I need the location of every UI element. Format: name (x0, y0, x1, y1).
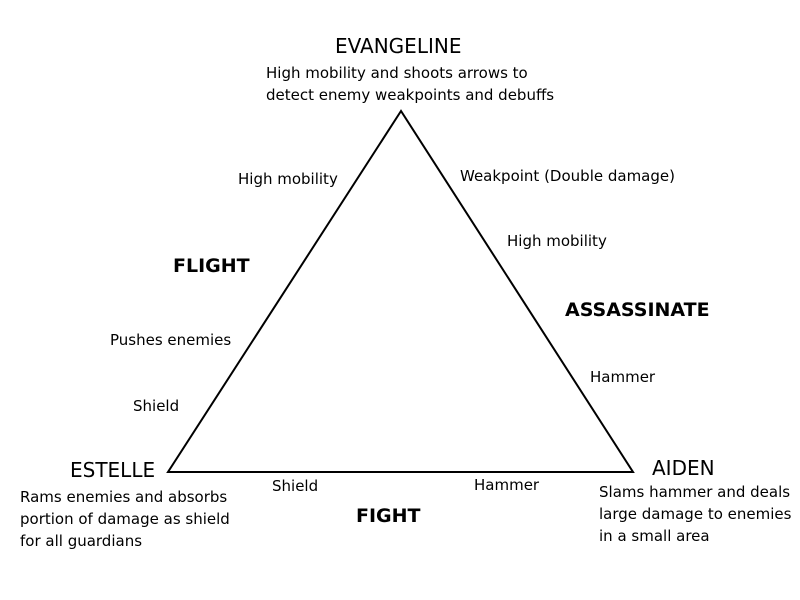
node-name-estelle: ESTELLE (70, 458, 156, 482)
description-line: large damage to enemies (599, 505, 792, 523)
description-line: High mobility and shoots arrows to (266, 64, 528, 82)
node-name-aiden: AIDEN (652, 456, 715, 480)
node-description-evangeline: High mobility and shoots arrows to detec… (266, 62, 554, 106)
description-line: for all guardians (20, 532, 143, 550)
side-title-assassinate: ASSASSINATE (565, 299, 710, 321)
description-line: Slams hammer and deals (599, 483, 791, 501)
triangle-outline (166, 109, 635, 473)
edge-label-flight: High mobility (238, 170, 338, 188)
side-title-fight: FIGHT (356, 505, 421, 527)
side-title-flight: FLIGHT (173, 255, 250, 277)
description-line: Rams enemies and absorbs (20, 488, 228, 506)
edge-label-assassinate: High mobility (507, 232, 607, 250)
description-line: portion of damage as shield (20, 510, 230, 528)
node-description-estelle: Rams enemies and absorbs portion of dama… (20, 486, 230, 552)
edge-label-flight: Pushes enemies (110, 331, 232, 349)
description-line: in a small area (599, 527, 710, 545)
edge-label-fight: Hammer (474, 476, 540, 494)
edge-label-flight: Shield (133, 397, 180, 415)
edge-label-assassinate: Hammer (590, 368, 656, 386)
edge-label-fight: Shield (272, 477, 319, 495)
description-line: detect enemy weakpoints and debuffs (266, 86, 555, 104)
node-name-evangeline: EVANGELINE (335, 34, 462, 58)
node-description-aiden: Slams hammer and deals large damage to e… (599, 481, 791, 547)
edge-label-assassinate: Weakpoint (Double damage) (460, 167, 675, 185)
